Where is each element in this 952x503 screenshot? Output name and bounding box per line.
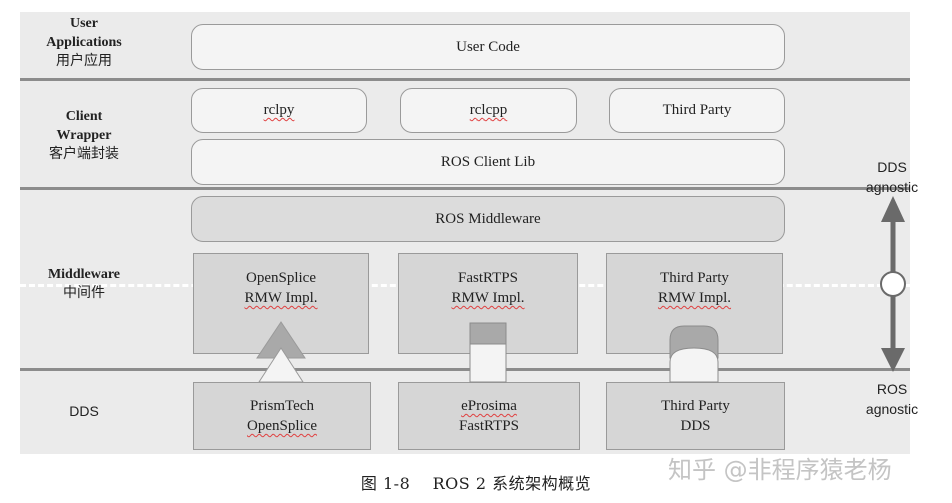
square-plug-shape: [469, 343, 507, 383]
layer-separator: [20, 187, 910, 190]
ros-middleware-text: ROS Middleware: [435, 210, 541, 227]
agnostic-axis-knob-icon: [880, 271, 906, 297]
ros-agnostic-line1: ROS: [876, 381, 908, 397]
ros-client-lib-block: ROS Client Lib: [191, 139, 785, 185]
ros-agnostic-line2: agnostic: [865, 401, 919, 417]
client-wrapper-title-zh: 客户端封装: [49, 146, 119, 162]
ros-middleware-block: ROS Middleware: [191, 196, 785, 242]
user-code-text: User Code: [456, 38, 520, 55]
dds-agnostic-label: DDS agnostic: [852, 157, 932, 197]
user-applications-title-zh: 用户应用: [56, 53, 112, 69]
third-party-client-text: Third Party: [662, 102, 732, 118]
prismtech-opensplice-block: PrismTech OpenSplice: [193, 382, 371, 450]
dds-agnostic-line2: agnostic: [865, 179, 919, 195]
fastrtps-rmw-line2: RMW Impl.: [451, 290, 525, 306]
ros-agnostic-label: ROS agnostic: [852, 379, 932, 419]
rclpy-text: rclpy: [263, 102, 295, 118]
rclpy-block: rclpy: [191, 88, 367, 133]
eprosima-line2: FastRTPS: [459, 418, 519, 434]
figure-caption: 图 1-8 ROS 2 系统架构概览: [360, 474, 592, 493]
opensplice-rmw-line1: OpenSplice: [246, 270, 316, 286]
third-party-rmw-line2: RMW Impl.: [657, 290, 732, 306]
client-wrapper-title-2: Wrapper: [56, 128, 112, 143]
middleware-title: Middleware: [47, 267, 121, 282]
third-party-dds-line1: Third Party: [661, 398, 730, 414]
arrow-up-icon: [881, 196, 905, 222]
middleware-label: Middleware 中间件: [22, 265, 146, 303]
ros-client-lib-text: ROS Client Lib: [440, 153, 536, 170]
third-party-rmw-line1: Third Party: [660, 270, 729, 286]
user-applications-label: User Applications 用户应用: [22, 14, 146, 71]
third-party-client-block: Third Party: [609, 88, 785, 133]
third-party-dds-line2: DDS: [680, 418, 711, 434]
opensplice-rmw-line2: RMW Impl.: [244, 290, 318, 306]
rclcpp-block: rclcpp: [400, 88, 577, 133]
layer-separator: [20, 78, 910, 81]
prismtech-line2: OpenSplice: [247, 418, 317, 434]
rclcpp-text: rclcpp: [469, 102, 508, 118]
user-applications-title: User Applications: [46, 16, 122, 50]
client-wrapper-label: Client Wrapper 客户端封装: [22, 107, 146, 164]
eprosima-line1: eProsima: [461, 398, 517, 414]
layer-separator: [20, 368, 910, 371]
arch-plug-shape: [669, 347, 719, 383]
watermark: 知乎 @非程序猿老杨: [668, 456, 892, 484]
dds-title: DDS: [69, 403, 99, 419]
eprosima-fastrtps-block: eProsima FastRTPS: [398, 382, 580, 450]
fastrtps-rmw-line1: FastRTPS: [458, 270, 518, 286]
third-party-dds-block: Third Party DDS: [606, 382, 785, 450]
triangle-plug-shape: [258, 347, 304, 383]
dds-label: DDS: [22, 402, 146, 421]
client-wrapper-title-1: Client: [65, 109, 103, 124]
square-socket-shape: [469, 322, 507, 345]
user-code-block: User Code: [191, 24, 785, 70]
arrow-down-icon: [881, 348, 905, 372]
prismtech-line1: PrismTech: [250, 398, 314, 414]
middleware-title-zh: 中间件: [63, 285, 105, 301]
dds-agnostic-line1: DDS: [877, 159, 907, 175]
